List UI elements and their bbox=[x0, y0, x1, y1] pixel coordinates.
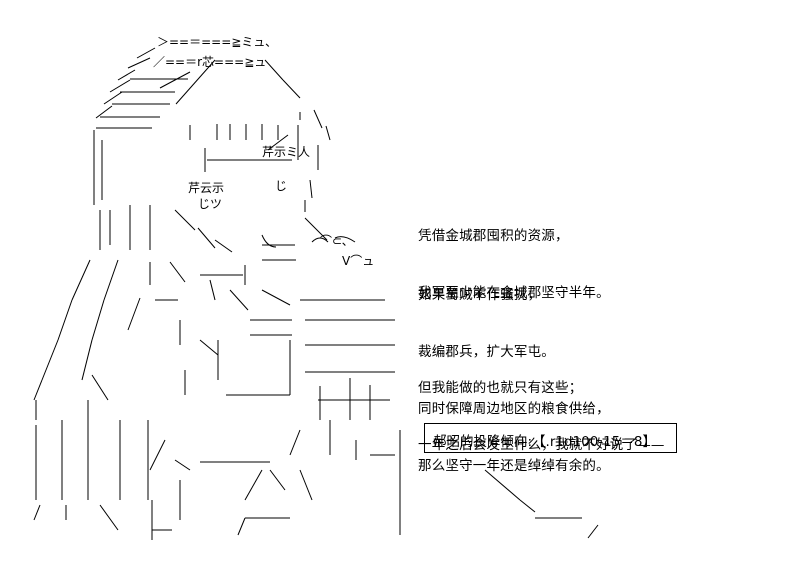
narration-line: 那么坚守一年还是绰绰有余的。 bbox=[418, 458, 610, 474]
narration-line: 如果蜀贼不作骚扰， bbox=[418, 287, 542, 303]
narration-line: 凭借金城郡囤积的资源， bbox=[418, 228, 569, 244]
narration-line: 一年之后会发生什么，我就不好说了—— bbox=[418, 437, 665, 453]
art-text-1: ＞==＝===≧ミュ､ bbox=[157, 35, 271, 49]
hair-strokes bbox=[95, 47, 331, 212]
art-text-3: 芹示ミ人 bbox=[262, 145, 310, 159]
dice-result-text: 郝昭的投降倾向:【.r1d100-15＝8】 bbox=[433, 434, 656, 450]
bangs-strokes bbox=[93, 124, 299, 205]
body-strokes bbox=[33, 259, 395, 420]
narration-line: 裁编郡兵，扩大军屯。 bbox=[418, 344, 555, 360]
art-text-5: じツ bbox=[198, 197, 222, 211]
narration-paragraph-1: 凭借金城郡囤积的资源， 我军至少能在金城郡坚守半年。 bbox=[418, 189, 610, 322]
dice-result-box bbox=[424, 423, 677, 453]
art-text-4: 芹云示 bbox=[188, 181, 224, 195]
art-text-7: V⌒ュ bbox=[342, 254, 374, 268]
face-strokes bbox=[99, 205, 356, 253]
narration-line: 我军至少能在金城郡坚守半年。 bbox=[418, 285, 610, 301]
art-text-8: ⌒⊂､ bbox=[320, 234, 348, 248]
pointer-strokes bbox=[484, 469, 599, 539]
narration-line: 但我能做的也就只有这些； bbox=[418, 380, 583, 396]
art-text-6: じ bbox=[275, 179, 287, 193]
narration-line: 同时保障周边地区的粮食供给， bbox=[418, 401, 610, 417]
narration-paragraph-2: 如果蜀贼不作骚扰， 裁编郡兵，扩大军屯。 同时保障周边地区的粮食供给， 那么坚守… bbox=[418, 248, 610, 495]
art-text-2: ／==＝r芯===≧ュ bbox=[153, 55, 266, 69]
robe-strokes bbox=[33, 374, 401, 540]
narration-paragraph-3: 但我能做的也就只有这些； 一年之后会发生什么，我就不好说了—— bbox=[418, 341, 665, 474]
